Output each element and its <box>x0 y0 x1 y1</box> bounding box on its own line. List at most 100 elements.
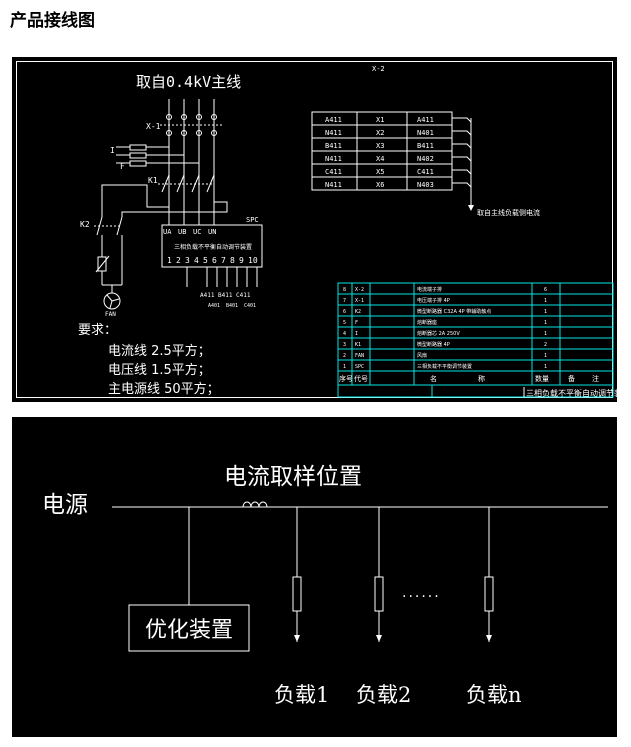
source-label: 电源 <box>42 492 88 518</box>
current-transformer-symbol <box>242 501 268 508</box>
pl-row2-name: 风扇 <box>417 352 427 359</box>
single-line-diagram-panel: 电源 电流取样位置 优化装置 ······ 负载1 负载2 负载n <box>12 417 617 737</box>
terminal-a411: A411 <box>200 292 215 299</box>
pl-row7-code: X-1 <box>355 298 364 304</box>
pl-row8-qty: 6 <box>544 287 547 293</box>
pl-row8-code: X-2 <box>355 287 364 293</box>
device-input-un: UN <box>208 228 216 236</box>
drawing-frame <box>16 61 613 398</box>
terminal-c401: C401 <box>244 303 256 309</box>
tt-row6-mid: X6 <box>376 181 384 189</box>
pl-row7-name: 电压端子排 4P <box>417 297 450 304</box>
pl-row6-name: 微型断路器 C32A 4P 带辅助触点 <box>417 308 491 315</box>
load-label-n: 负载n <box>466 683 522 707</box>
tt-row6-right: N403 <box>417 181 434 189</box>
device-name: 三相负载不平衡自动调节装置 <box>174 243 252 251</box>
pl-row1-qty: 1 <box>544 364 547 370</box>
pl-row7-no: 7 <box>343 298 346 304</box>
pl-header-note-2: 注 <box>592 374 599 383</box>
pl-header-name-2: 称 <box>478 374 485 383</box>
tt-row4-mid: X4 <box>376 155 384 163</box>
pl-header-note-1: 备 <box>568 374 575 383</box>
device-pin-2: 2 <box>176 256 181 265</box>
device-spc-label: SPC <box>246 216 259 224</box>
pl-row6-code: K2 <box>355 309 361 315</box>
tt-row4-left: N411 <box>325 155 342 163</box>
device-pin-1: 1 <box>167 256 172 265</box>
tt-row2-right: N401 <box>417 129 434 137</box>
device-pin-4: 4 <box>194 256 199 265</box>
device-pin-5: 5 <box>203 256 208 265</box>
parts-list-table <box>337 282 614 398</box>
device-pin-10: 10 <box>248 256 258 265</box>
tt-row5-left: C411 <box>325 168 342 176</box>
device-input-uc: UC <box>193 228 201 236</box>
terminal-table <box>311 111 474 211</box>
pl-row3-qty: 2 <box>544 342 547 348</box>
tt-row3-mid: X3 <box>376 142 384 150</box>
pl-header-name-1: 名 <box>430 374 437 383</box>
tt-row6-left: N411 <box>325 181 342 189</box>
pl-row1-name: 三相负载不平衡调节装置 <box>417 363 472 370</box>
optimization-device-box <box>128 604 250 652</box>
requirement-line-1: 电流线 2.5平方； <box>108 343 211 359</box>
load-feeder-1 <box>292 507 302 642</box>
device-box <box>161 202 263 268</box>
fuse-symbols <box>116 144 199 167</box>
pl-row5-name: 熔断器座 <box>417 319 437 326</box>
page-title: 产品接线图 <box>10 11 95 31</box>
pl-row8-no: 8 <box>343 287 346 293</box>
wiring-diagram-panel: 取自0.4kV主线 X-2 X-1 I F K1 <box>12 57 617 402</box>
requirement-line-3: 主电源线 50平方； <box>108 381 220 397</box>
k2-label: K2 <box>80 220 90 229</box>
pl-row6-no: 6 <box>343 309 346 315</box>
sheet-label: X-2 <box>372 65 385 73</box>
pl-header-qty: 数量 <box>535 374 549 383</box>
requirement-line-2: 电压线 1.5平方； <box>108 362 211 378</box>
pl-row1-no: 1 <box>343 364 346 370</box>
pl-row4-qty: 1 <box>544 331 547 337</box>
i-label: I <box>110 146 115 155</box>
terminal-b411: B411 <box>218 292 233 299</box>
tt-row2-left: N411 <box>325 129 342 137</box>
device-pin-6: 6 <box>212 256 217 265</box>
feeder-ellipsis: ······ <box>402 589 441 605</box>
pl-row2-no: 2 <box>343 353 346 359</box>
load-label-1: 负载1 <box>274 683 329 707</box>
load-feeder-2 <box>374 507 384 642</box>
tt-row3-left: B411 <box>325 142 342 150</box>
sampling-label: 电流取样位置 <box>224 464 362 490</box>
pl-row4-no: 4 <box>343 331 346 337</box>
load-feeder-n <box>484 507 494 642</box>
pl-row5-no: 5 <box>343 320 346 326</box>
main-title: 取自0.4kV主线 <box>136 73 241 91</box>
fan-label: FAN <box>105 311 116 318</box>
tt-row3-right: B411 <box>417 142 434 150</box>
title-block-name: 三相负载不平衡自动调节装置 <box>526 388 617 398</box>
pl-header-code: 代号 <box>354 374 368 383</box>
wiring-diagram-svg: 取自0.4kV主线 X-2 X-1 I F K1 <box>16 61 617 398</box>
pl-row7-qty: 1 <box>544 298 547 304</box>
terminal-b401: B401 <box>226 303 238 309</box>
requirements-heading: 要求： <box>78 323 117 338</box>
pl-row4-name: 熔断器芯 2A 250V <box>417 330 460 337</box>
k1-breaker-symbol <box>158 174 215 193</box>
terminal-a401: A401 <box>208 303 220 309</box>
tt-row1-left: A411 <box>325 116 342 124</box>
pl-row5-qty: 1 <box>544 320 547 326</box>
pl-row5-code: F <box>355 320 358 326</box>
tt-row1-right: A411 <box>417 116 434 124</box>
pl-row4-code: I <box>355 331 358 337</box>
device-pin-9: 9 <box>239 256 244 265</box>
pl-row2-code: FAN <box>355 353 364 359</box>
pl-row3-name: 微型断路器 4P <box>417 341 450 348</box>
load-label-2: 负载2 <box>356 683 411 707</box>
pl-row3-code: K1 <box>355 342 361 348</box>
device-pin-3: 3 <box>185 256 190 265</box>
tt-row1-mid: X1 <box>376 116 384 124</box>
pl-row6-qty: 1 <box>544 309 547 315</box>
device-input-ua: UA <box>163 228 172 236</box>
device-output-leads <box>186 267 258 287</box>
pl-header-no: 序号 <box>339 374 353 383</box>
device-input-ub: UB <box>178 228 186 236</box>
